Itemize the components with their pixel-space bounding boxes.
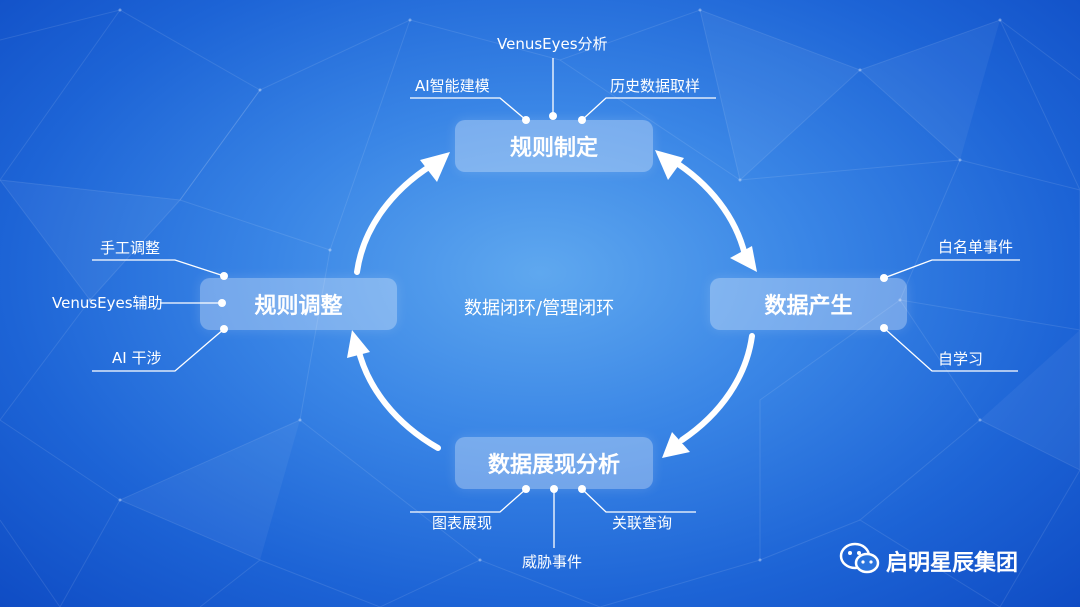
label-threat-event: 威胁事件 [522,553,583,571]
arrow-define-to-generate [669,157,748,258]
label-venuseyes-assist: VenusEyes辅助 [52,294,163,312]
node-data-generation: 数据产生 [710,278,907,330]
label-venuseyes-analysis: VenusEyes分析 [497,35,608,53]
label-ai-modeling: AI智能建模 [415,77,490,95]
node-rule-definition: 规则制定 [455,120,653,172]
arrow-analyze-to-adjust [355,345,441,451]
arrow-adjust-to-define [354,162,435,275]
wechat-icon [839,542,880,574]
label-self-learning: 自学习 [938,350,984,368]
arrowhead-top-right [655,150,684,180]
label-chart-display: 图表展现 [432,514,493,532]
label-history-sampling: 历史数据取样 [610,77,701,95]
arrowhead-right-lower [662,432,690,458]
label-manual-adjust: 手工调整 [100,239,161,257]
arrow-generate-to-analyze [679,333,755,443]
arrowhead-right-upper [730,246,757,272]
arrowhead-top-left [420,152,450,182]
node-rule-adjustment: 规则调整 [200,278,397,330]
node-data-analysis: 数据展现分析 [455,437,653,489]
label-correlation-query: 关联查询 [612,514,673,532]
center-caption: 数据闭环/管理闭环 [464,298,615,319]
label-whitelist-event: 白名单事件 [938,238,1014,256]
arrowhead-left-lower [347,330,370,358]
brand-name: 启明星辰集团 [886,551,1019,576]
label-ai-intervention: AI 干涉 [112,349,162,367]
